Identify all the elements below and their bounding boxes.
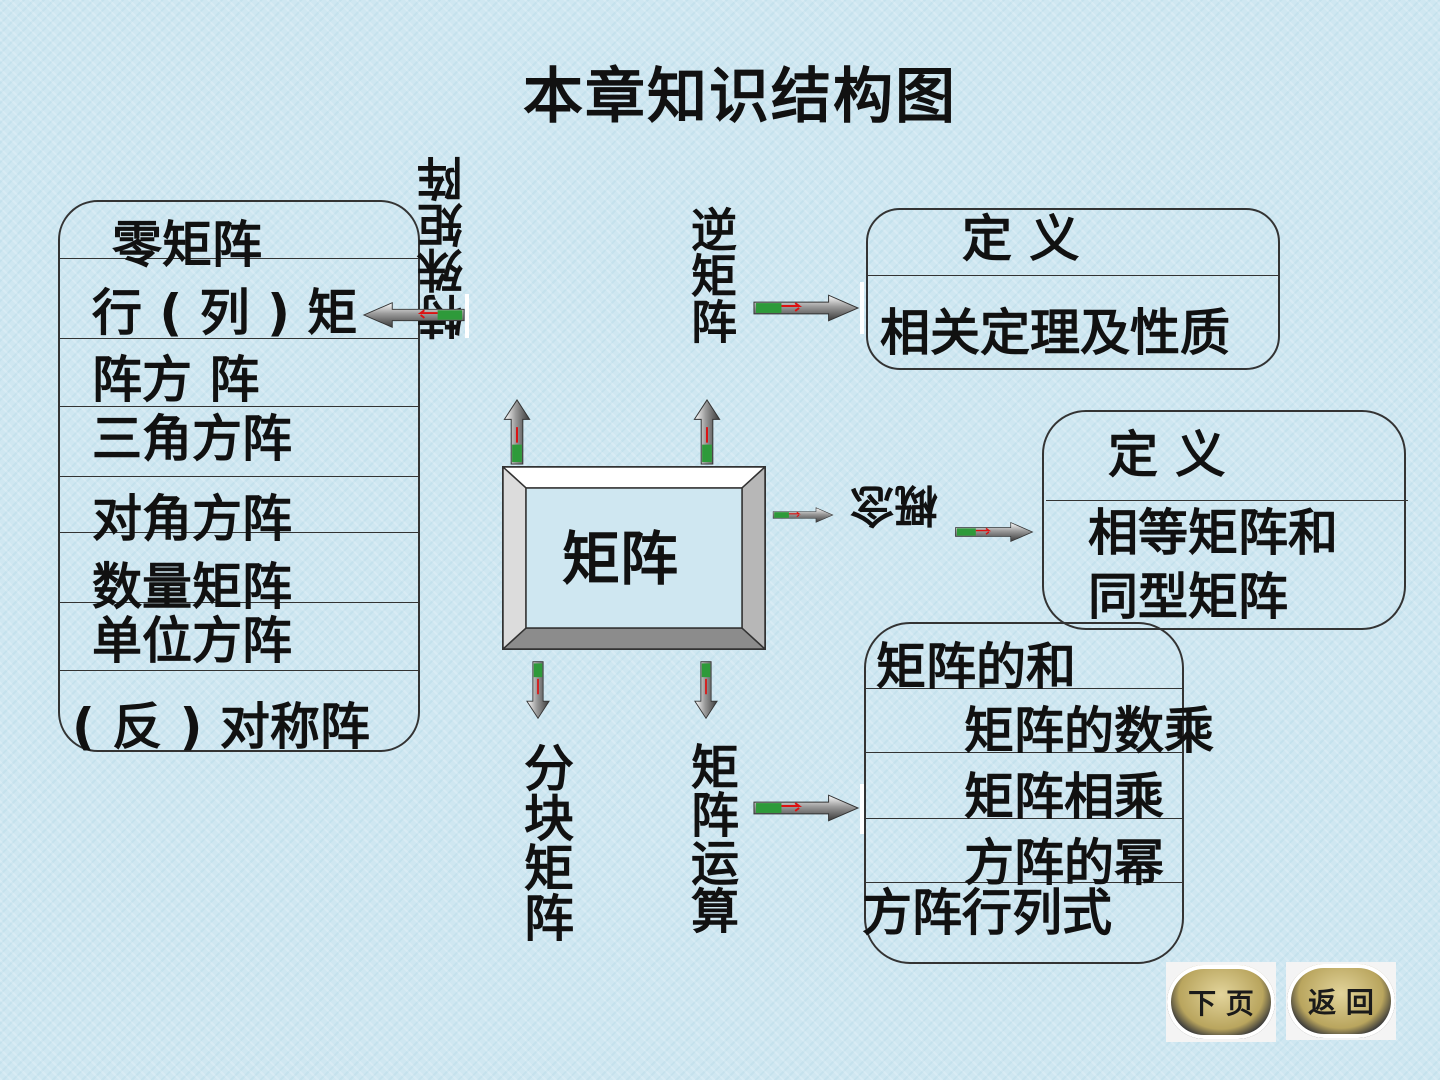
arrow-stem [860,282,864,334]
arrow-up-icon [502,398,532,466]
divider [58,602,420,603]
special-item: 行 ( 列 ) 矩 [92,284,358,342]
divider [864,752,1184,753]
inverse-item-theorems: 相关定理及性质 [880,304,1230,362]
divider [58,532,420,533]
page-title: 本章知识结构图 [523,62,957,132]
arrow-right-icon [752,792,860,824]
operation-item: 矩阵的数乘 [964,702,1214,760]
center-box [502,466,766,650]
concept-item-same-type: 同型矩阵 [1088,568,1288,626]
divider [866,275,1280,276]
operation-item: 方阵行列式 [862,884,1112,942]
branch-label-concept: 概念 [850,479,938,530]
divider [58,406,420,407]
arrow-down-icon [524,660,552,720]
divider [58,476,420,477]
arrow-stem [465,294,469,338]
branch-label-inverse: 逆矩阵 [684,206,738,344]
back-button[interactable]: 返 回 [1287,964,1395,1038]
inverse-item-definition: 定 义 [962,210,1080,268]
concept-item-equal: 相等矩阵和 [1088,504,1338,562]
divider [864,818,1184,819]
arrow-right-icon [772,504,834,526]
arrow-stem [860,784,864,834]
special-item: 三角方阵 [92,410,292,468]
center-label: 矩阵 [562,525,679,593]
inverse-box [866,208,1280,370]
branch-label-block: 分块矩阵 [516,742,574,942]
concept-item-definition: 定 义 [1108,426,1226,484]
special-item: 阵方 阵 [92,351,260,409]
operation-item: 矩阵相乘 [964,768,1164,826]
divider [58,258,420,259]
operation-item: 方阵的幂 [964,834,1164,892]
arrow-up-icon [692,398,722,466]
special-item: 数量矩阵 [92,558,292,616]
concept-box [1042,410,1406,630]
operation-item: 矩阵的和 [876,638,1076,696]
special-item: ( 反 ) 对称阵 [72,698,370,756]
special-item: 对角方阵 [92,490,292,548]
special-item: 单位方阵 [92,612,292,670]
arrow-left-icon [362,300,466,330]
divider [58,338,420,339]
arrow-right-icon [954,520,1034,544]
operation-box [864,622,1184,964]
divider [864,882,1184,883]
arrow-down-icon [692,660,720,720]
arrow-right-icon [752,292,860,324]
divider [58,670,420,671]
special-item: 零矩阵 [112,216,262,274]
divider [1046,500,1408,501]
next-page-button[interactable]: 下 页 [1167,965,1275,1039]
branch-label-operation: 矩阵运算 [682,742,738,934]
divider [864,688,1184,689]
